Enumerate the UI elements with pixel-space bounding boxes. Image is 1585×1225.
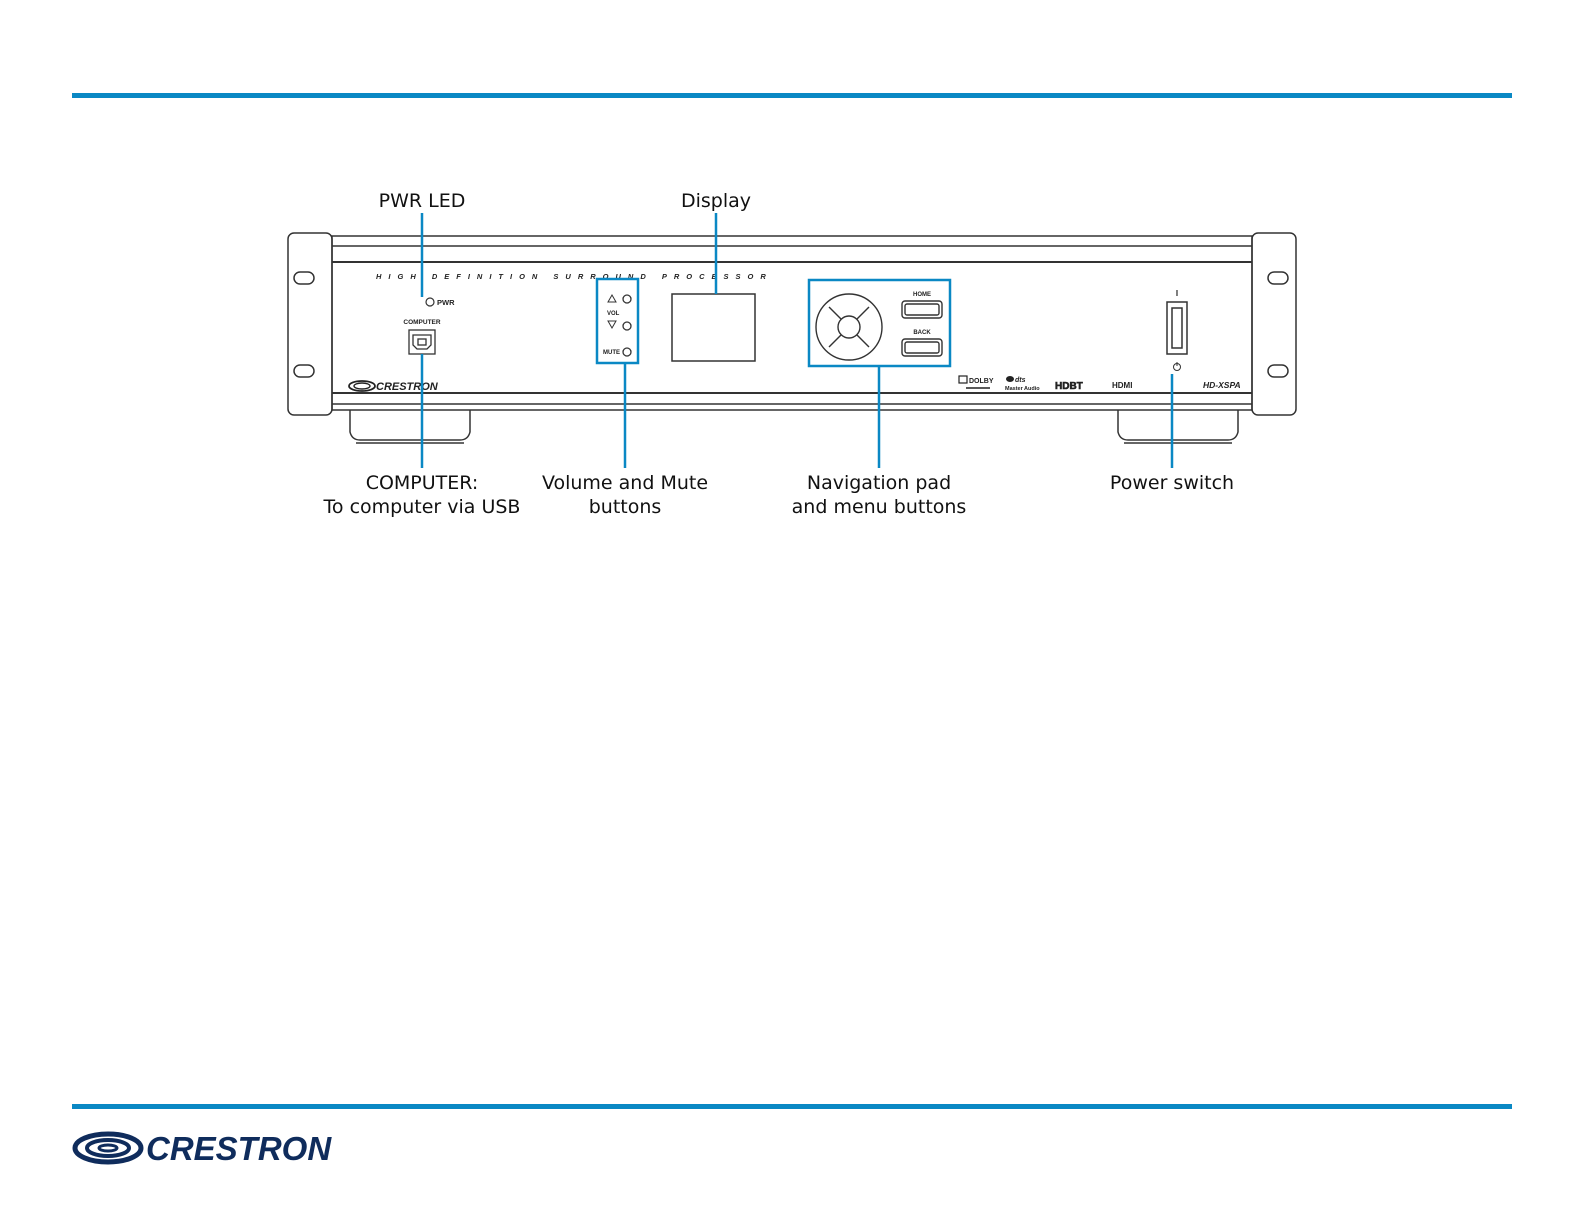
hdmi-logo: HDMI [1112, 381, 1132, 390]
mute-label: MUTE [603, 350, 620, 356]
dolby-logo: DOLBY [959, 376, 994, 388]
svg-text:DOLBY: DOLBY [969, 378, 994, 385]
computer-port-label: COMPUTER [403, 319, 441, 326]
back-button[interactable] [902, 339, 942, 356]
home-button[interactable] [902, 301, 942, 318]
svg-text:HDMI: HDMI [1112, 381, 1132, 390]
callout-power-switch-text: Power switch [1110, 471, 1234, 495]
callout-nav-line1: Navigation pad [792, 471, 967, 495]
volume-down-button[interactable] [623, 322, 631, 330]
front-display [672, 294, 755, 361]
callout-volume-line2: buttons [542, 495, 708, 519]
svg-text:HDBT: HDBT [1055, 381, 1083, 392]
panel-brand-text: CRESTRON [376, 381, 439, 393]
callout-navigation: Navigation pad and menu buttons [792, 471, 967, 519]
svg-text:Master Audio: Master Audio [1005, 386, 1040, 392]
hdbaset-logo: HDBT [1055, 381, 1083, 392]
power-standby-icon [1174, 362, 1181, 371]
volume-down-icon [608, 321, 616, 328]
callout-pwr-led-text: PWR LED [379, 189, 466, 213]
svg-text:dts: dts [1015, 377, 1026, 384]
mute-button[interactable] [623, 348, 631, 356]
callout-volume-mute: Volume and Mute buttons [542, 471, 708, 519]
panel-crestron-logo: CRESTRON [349, 381, 439, 393]
callout-pwr-led: PWR LED [379, 189, 466, 213]
crestron-swirl-icon [75, 1134, 141, 1162]
left-rack-ear [288, 233, 332, 415]
power-switch[interactable] [1167, 302, 1187, 354]
callout-leader-lines [422, 213, 1172, 468]
back-label: BACK [913, 330, 931, 336]
pwr-led [426, 298, 434, 306]
panel-header-text: HIGH DEFINITION SURROUND PROCESSOR [376, 272, 773, 281]
callout-computer-line1: COMPUTER: [324, 471, 521, 495]
callout-computer-line2: To computer via USB [324, 495, 521, 519]
callout-power-switch: Power switch [1110, 471, 1234, 495]
navigation-pad[interactable] [816, 294, 882, 360]
model-number: HD-XSPA [1203, 380, 1241, 390]
dts-logo: dts Master Audio [1005, 376, 1040, 392]
footer-brand-text: CRESTRON [146, 1130, 332, 1167]
device-feet [350, 410, 1238, 443]
callout-display: Display [681, 189, 751, 213]
volume-up-button[interactable] [623, 295, 631, 303]
pwr-label: PWR [437, 298, 455, 307]
vol-label: VOL [607, 311, 620, 317]
callout-volume-line1: Volume and Mute [542, 471, 708, 495]
usb-port [409, 330, 435, 354]
volume-up-icon [608, 295, 616, 302]
home-label: HOME [913, 292, 931, 298]
callout-nav-line2: and menu buttons [792, 495, 967, 519]
callout-computer: COMPUTER: To computer via USB [324, 471, 521, 519]
power-on-mark: I [1176, 289, 1178, 298]
right-rack-ear [1252, 233, 1296, 415]
footer-crestron-logo: CRESTRON [72, 1128, 372, 1168]
callout-display-text: Display [681, 189, 751, 213]
